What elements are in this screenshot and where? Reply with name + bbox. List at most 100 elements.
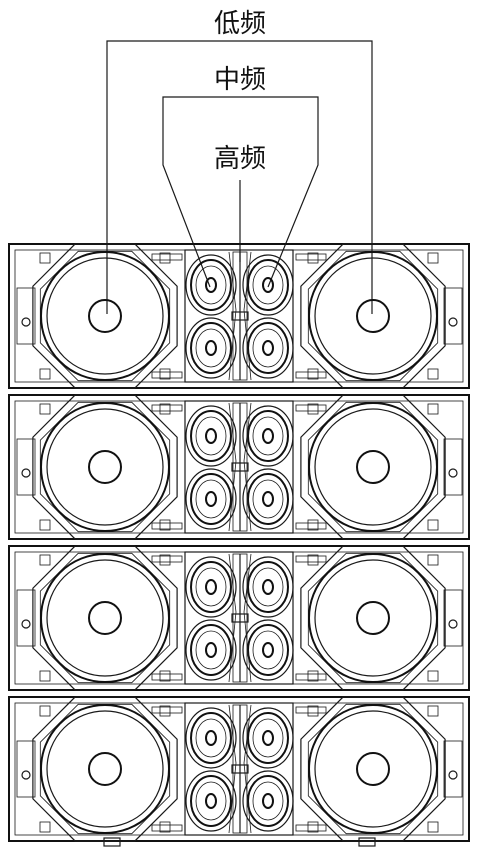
woofer-left [32, 545, 178, 691]
screw-right [448, 619, 458, 629]
woofer-mount-tab [427, 519, 439, 531]
woofer-surround [308, 704, 438, 834]
woofer-mount-tab [307, 821, 319, 833]
midrange-outer [185, 405, 237, 467]
midrange-cone [195, 567, 227, 607]
midrange-cap [205, 277, 217, 293]
handle-right [443, 287, 463, 345]
midrange-outer [242, 556, 294, 618]
woofer-mount-tab [427, 252, 439, 264]
leader-mid-left [162, 96, 319, 288]
midrange-driver-3 [185, 770, 237, 832]
cabinet-outer [8, 243, 470, 389]
screw-left [21, 619, 31, 629]
midrange-cap [262, 730, 274, 746]
screw-right [448, 770, 458, 780]
slot [295, 824, 327, 832]
waveguide-flare-right [243, 553, 252, 683]
woofer-frame-inner [307, 703, 439, 835]
screw-left [21, 317, 31, 327]
midrange-cap [262, 428, 274, 444]
midrange-surround [247, 624, 289, 676]
slot [151, 522, 183, 530]
woofer-frame [300, 696, 446, 842]
midrange-outer [242, 707, 294, 769]
woofer-mount-tab [427, 554, 439, 566]
woofer-mount-tab [307, 705, 319, 717]
waveguide-center-block [231, 764, 249, 774]
foot-left [103, 837, 121, 847]
slot [295, 253, 327, 261]
woofer-dust-cap [88, 601, 122, 635]
midrange-driver-2 [242, 707, 294, 769]
woofer-dust-cap [356, 601, 390, 635]
label-high-frequency: 高频 [214, 144, 266, 174]
midrange-driver-2 [242, 405, 294, 467]
woofer-frame [32, 696, 178, 842]
woofer-cone [314, 257, 432, 375]
woofer-mount-tab [159, 403, 171, 415]
midrange-outer [185, 468, 237, 530]
midrange-surround [247, 561, 289, 613]
woofer-right [300, 243, 446, 389]
screw-right [448, 317, 458, 327]
woofer-mount-tab [307, 519, 319, 531]
midrange-cone [252, 781, 284, 821]
slot [151, 555, 183, 563]
handle-right [443, 438, 463, 496]
midrange-driver-3 [185, 468, 237, 530]
cabinet-inner [14, 551, 464, 685]
midrange-cone [195, 630, 227, 670]
center-frame [184, 249, 294, 383]
waveguide-center-block [231, 462, 249, 472]
screw-right [448, 468, 458, 478]
woofer-mount-tab [307, 252, 319, 264]
midrange-surround [247, 473, 289, 525]
woofer-surround [40, 402, 170, 532]
woofer-dust-cap [88, 752, 122, 786]
cabinet-inner [14, 400, 464, 534]
midrange-surround [190, 322, 232, 374]
woofer-mount-tab [307, 554, 319, 566]
woofer-frame-inner [307, 401, 439, 533]
midrange-surround [190, 624, 232, 676]
woofer-mount-tab [159, 705, 171, 717]
slot [295, 522, 327, 530]
midrange-driver-4 [242, 619, 294, 681]
midrange-outer [185, 619, 237, 681]
midrange-outer [242, 405, 294, 467]
woofer-mount-tab [159, 252, 171, 264]
midrange-driver-4 [242, 770, 294, 832]
midrange-cone [252, 718, 284, 758]
woofer-mount-tab [427, 368, 439, 380]
woofer-dust-cap [356, 752, 390, 786]
woofer-frame-inner [39, 703, 171, 835]
woofer-mount-tab [307, 403, 319, 415]
handle-right [443, 740, 463, 798]
midrange-outer [242, 619, 294, 681]
midrange-surround [190, 410, 232, 462]
speaker-cabinet-4 [8, 696, 470, 842]
midrange-cap [262, 579, 274, 595]
midrange-cone [252, 567, 284, 607]
woofer-mount-tab [427, 821, 439, 833]
speaker-cabinet-1 [8, 243, 470, 389]
midrange-driver-4 [242, 317, 294, 379]
slot [151, 824, 183, 832]
woofer-mount-tab [307, 670, 319, 682]
midrange-cone [252, 479, 284, 519]
midrange-cap [205, 579, 217, 595]
midrange-surround [247, 259, 289, 311]
midrange-cap [262, 277, 274, 293]
woofer-mount-tab [39, 670, 51, 682]
woofer-right [300, 394, 446, 540]
midrange-outer [185, 254, 237, 316]
midrange-cone [195, 416, 227, 456]
woofer-frame-inner [307, 552, 439, 684]
midrange-outer [242, 468, 294, 530]
cabinet-inner [14, 249, 464, 383]
midrange-outer [185, 317, 237, 379]
midrange-cap [205, 340, 217, 356]
cabinet-outer [8, 696, 470, 842]
speaker-cabinet-2 [8, 394, 470, 540]
